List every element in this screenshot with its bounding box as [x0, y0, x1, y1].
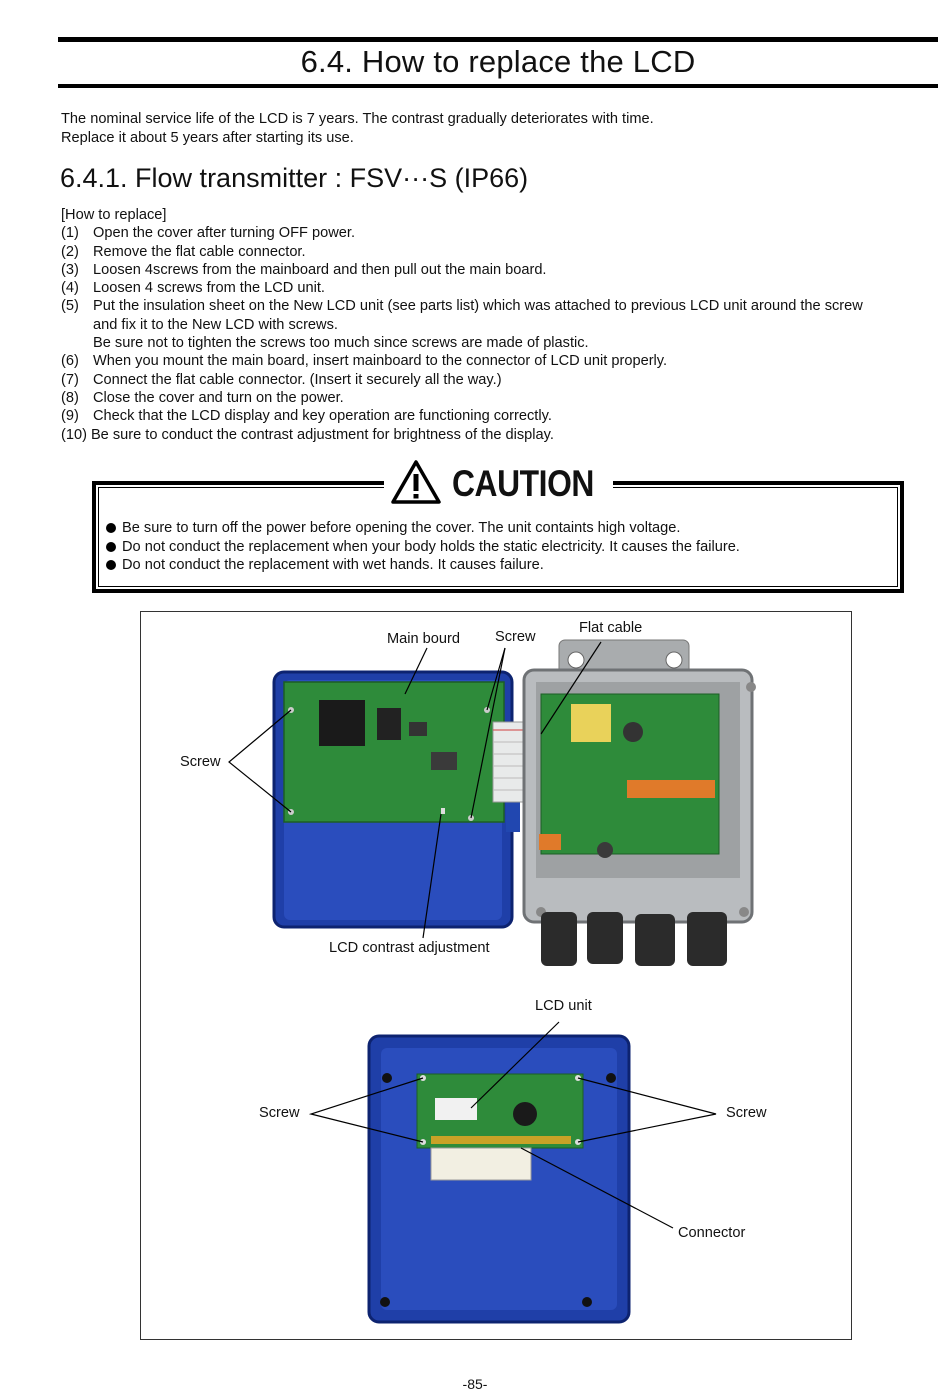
bullet-icon — [106, 541, 116, 552]
warning-triangle-icon — [390, 459, 442, 510]
step-continuation: Be sure not to tighten the screws too mu… — [61, 334, 863, 352]
step: (10)Be sure to conduct the contrast adju… — [61, 426, 863, 444]
step-number: (10) — [61, 426, 87, 443]
callout-main-board: Main bourd — [387, 631, 461, 647]
step-number: (2) — [61, 243, 79, 260]
step: (3) Loosen 4screws from the mainboard and… — [61, 261, 863, 279]
intro-line: The nominal service life of the LCD is 7… — [61, 111, 654, 127]
intro-line: Replace it about 5 years after starting … — [61, 129, 354, 146]
step-text: Close the cover and turn on the power. — [93, 389, 344, 406]
callout-screw-left: Screw — [180, 754, 221, 770]
step: (2) Remove the flat cable connector. — [61, 243, 863, 261]
procedure-list: [How to replace] (1) Open the cover after… — [61, 206, 863, 444]
step-text: Loosen 4 screws from the LCD unit. — [93, 280, 325, 297]
step-text: Be sure not to tighten the screws too mu… — [93, 335, 589, 352]
page-title: 6.4. How to replace the LCD — [300, 44, 696, 79]
step: (5) Put the insulation sheet on the New L… — [61, 297, 863, 315]
step: (6) When you mount the main board, insert… — [61, 352, 863, 370]
step: (1) Open the cover after turning OFF powe… — [61, 224, 863, 242]
main-board-photo — [272, 670, 520, 929]
intro-text: The nominal service life of the LCD is 7… — [61, 110, 654, 147]
page-number: -85- — [462, 1376, 488, 1392]
lcd-unit-photo — [367, 1034, 631, 1324]
step-text: Check that the LCD display and key opera… — [93, 408, 552, 425]
step-number: (9) — [61, 408, 79, 425]
procedure-heading: [How to replace] — [61, 207, 167, 223]
caution-text: Do not conduct the replacement when your… — [122, 538, 740, 555]
caution-header: CAUTION — [384, 458, 613, 510]
title-rule-bottom — [58, 84, 938, 88]
title-rule-top — [58, 37, 938, 42]
caution-label: CAUTION — [452, 463, 594, 504]
step: (4) Loosen 4 screws from the LCD unit. — [61, 279, 863, 297]
bullet-icon — [106, 560, 116, 571]
step-number: (1) — [61, 225, 79, 242]
step-number: (5) — [61, 298, 79, 315]
step-text: Remove the flat cable connector. — [93, 243, 306, 260]
step-text: and fix it to the New LCD with screws. — [93, 316, 338, 333]
step-text: Open the cover after turning OFF power. — [93, 225, 356, 242]
step-number: (3) — [61, 261, 79, 278]
caution-item: Do not conduct the replacement when your… — [106, 538, 740, 557]
leader-lines — [228, 641, 717, 1229]
callout-lcd-contrast: LCD contrast adjustment — [329, 940, 490, 956]
step-text: Connect the flat cable connector. (Inser… — [93, 371, 502, 388]
step-text: Loosen 4screws from the mainboard and th… — [93, 261, 547, 278]
caution-list: Be sure to turn off the power before ope… — [106, 519, 740, 575]
caution-item: Be sure to turn off the power before ope… — [106, 519, 740, 538]
step: (8) Close the cover and turn on the power… — [61, 389, 863, 407]
figure-frame: Main bourd Screw Flat cable Screw LCD co… — [140, 611, 852, 1340]
step-continuation: and fix it to the New LCD with screws. — [61, 316, 863, 334]
enclosure-photo — [522, 639, 756, 966]
callout-screw-lower-left: Screw — [259, 1105, 300, 1121]
callout-lcd-unit: LCD unit — [535, 998, 592, 1014]
callout-screw-lower-right: Screw — [726, 1105, 767, 1121]
step-number: (8) — [61, 389, 79, 406]
caution-item: Do not conduct the replacement with wet … — [106, 556, 740, 575]
step-number: (6) — [61, 353, 79, 370]
step-number: (4) — [61, 280, 79, 297]
caution-text: Do not conduct the replacement with wet … — [122, 557, 544, 573]
step-text: Put the insulation sheet on the New LCD … — [93, 298, 863, 315]
step-text: Be sure to conduct the contrast adjustme… — [90, 426, 554, 443]
callout-screw-top: Screw — [495, 629, 536, 645]
figure-illustration — [228, 639, 756, 1324]
callout-flat-cable: Flat cable — [579, 620, 643, 636]
caution-text: Be sure to turn off the power before ope… — [122, 520, 681, 536]
step: (7) Connect the flat cable connector. (In… — [61, 371, 863, 389]
callout-connector: Connector — [678, 1225, 746, 1241]
subsection-title: 6.4.1. Flow transmitter : FSV···S (IP66) — [60, 163, 529, 193]
step-number: (7) — [61, 371, 79, 388]
step: (9) Check that the LCD display and key op… — [61, 407, 863, 425]
step-text: When you mount the main board, insert ma… — [93, 353, 668, 370]
bullet-icon — [106, 523, 116, 534]
